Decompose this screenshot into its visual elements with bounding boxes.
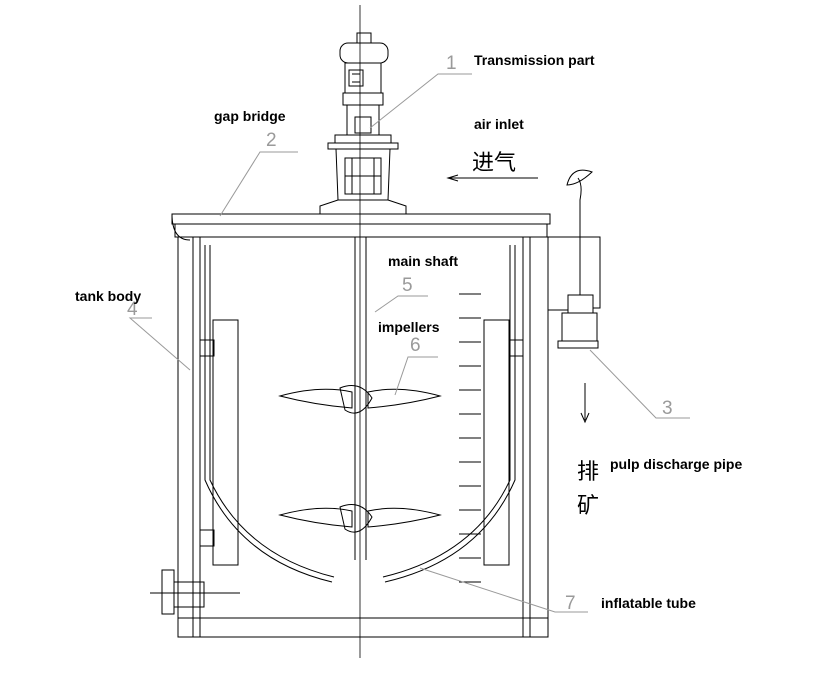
label-air-inlet: air inlet	[474, 116, 524, 132]
air-inlet-arrow	[446, 174, 538, 182]
part-number-6: 6	[410, 335, 421, 356]
main-shaft	[354, 5, 367, 658]
label-impellers: impellers	[378, 319, 440, 335]
part-number-2: 2	[266, 130, 277, 151]
label-transmission-part: Transmission part	[474, 52, 595, 68]
label-inflatable-tube: inflatable tube	[601, 595, 696, 611]
part-number-3: 3	[662, 398, 673, 419]
leader-lines	[128, 73, 690, 613]
gap-bridge	[171, 213, 551, 241]
impeller-upper	[278, 385, 442, 414]
label-main-shaft: main shaft	[388, 253, 459, 269]
tank-body	[177, 236, 549, 638]
part-number-5: 5	[402, 275, 413, 296]
part-number-4: 4	[127, 299, 138, 320]
label-gap-bridge: gap bridge	[214, 108, 286, 124]
label-tank-body: tank body	[75, 288, 142, 304]
label-pulp-discharge-cn-2: 矿	[577, 494, 600, 519]
inflatable-tube	[204, 245, 516, 583]
label-pulp-discharge-cn-1: 排	[577, 460, 600, 485]
level-scale	[459, 293, 481, 583]
baffles	[199, 319, 524, 566]
outlet-fitting	[150, 569, 240, 615]
pulp-discharge-pipe	[548, 169, 601, 424]
part-number-7: 7	[565, 593, 576, 614]
transmission-part	[319, 32, 407, 214]
label-pulp-discharge-pipe: pulp discharge pipe	[610, 456, 743, 472]
impeller-lower	[278, 504, 442, 533]
label-air-inlet-cn: 进气	[472, 151, 517, 176]
part-number-1: 1	[446, 53, 457, 74]
